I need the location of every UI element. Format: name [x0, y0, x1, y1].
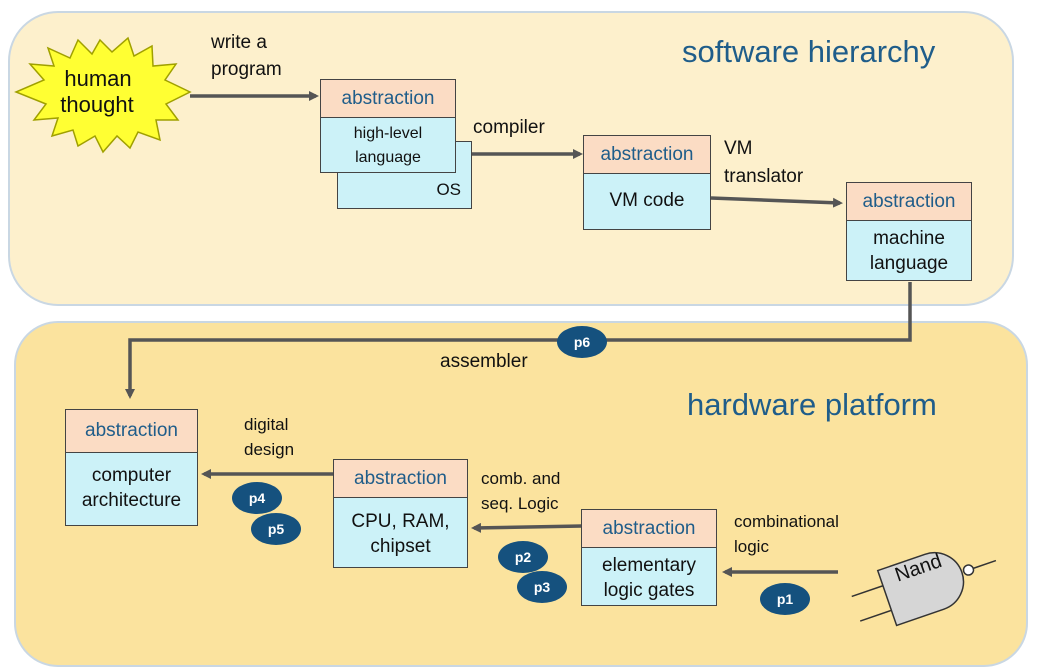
- badge-p5[interactable]: p5: [251, 513, 301, 545]
- digital-design-label-2: design: [244, 440, 295, 459]
- assembler-label: assembler: [440, 351, 528, 372]
- high-level-language-box: abstraction high-level language: [320, 79, 456, 173]
- ca-line-2: architecture: [81, 490, 182, 511]
- badge-p4[interactable]: p4: [232, 482, 282, 514]
- arrow-ml-to-ca: [125, 282, 912, 399]
- arrow-gates-to-cpu: [471, 522, 583, 533]
- abstraction-header: abstraction: [321, 80, 455, 118]
- abstraction-header: abstraction: [584, 136, 710, 174]
- nand-gate-symbol: [851, 552, 997, 627]
- human-thought-starburst: [14, 36, 192, 154]
- ca-line-1: computer: [91, 465, 172, 486]
- elementary-logic-gates-box: abstraction elementary logic gates: [581, 509, 717, 606]
- cpu-ram-chipset-box: abstraction CPU, RAM, chipset: [333, 459, 468, 568]
- ml-line-2: language: [869, 253, 949, 274]
- badge-p2[interactable]: p2: [498, 541, 548, 573]
- hll-line-1: high-level: [353, 125, 423, 142]
- computer-architecture-box: abstraction computer architecture: [65, 409, 198, 526]
- hll-line-2: language: [355, 149, 421, 166]
- badge-p1[interactable]: p1: [760, 583, 810, 615]
- vm-line-1: VM code: [609, 190, 685, 211]
- ml-line-1: machine: [873, 228, 945, 249]
- cpu-line-1: CPU, RAM,: [351, 511, 450, 532]
- compiler-label: compiler: [473, 117, 545, 138]
- combinational-logic-label-2: logic: [734, 537, 769, 556]
- arrow-vm-to-ml: [710, 196, 843, 208]
- abstraction-header: abstraction: [847, 183, 971, 221]
- vm-code-box: abstraction VM code: [583, 135, 711, 230]
- human-thought-label-2: thought: [60, 92, 134, 117]
- vm-translator-label-1: VM: [724, 138, 753, 159]
- comb-seq-label-2: seq. Logic: [481, 494, 559, 513]
- badge-p3[interactable]: p3: [517, 571, 567, 603]
- os-label: OS: [436, 180, 461, 199]
- abstraction-header: abstraction: [66, 410, 197, 453]
- abstraction-header: abstraction: [582, 510, 716, 548]
- gates-line-1: elementary: [602, 555, 696, 576]
- hardware-platform-title: hardware platform: [687, 387, 937, 422]
- badge-p6[interactable]: p6: [557, 326, 607, 358]
- write-program-label-2: program: [211, 59, 282, 80]
- combinational-logic-label-1: combinational: [734, 512, 839, 531]
- machine-language-box: abstraction machine language: [846, 182, 972, 281]
- comb-seq-label-1: comb. and: [481, 469, 561, 488]
- gates-line-2: logic gates: [603, 580, 695, 601]
- abstraction-header: abstraction: [334, 460, 467, 498]
- human-thought-label-1: human: [64, 66, 132, 91]
- cpu-line-2: chipset: [370, 536, 431, 557]
- digital-design-label-1: digital: [244, 415, 289, 434]
- write-program-label-1: write a: [211, 32, 267, 53]
- vm-translator-label-2: translator: [724, 166, 804, 187]
- software-hierarchy-title: software hierarchy: [682, 34, 936, 69]
